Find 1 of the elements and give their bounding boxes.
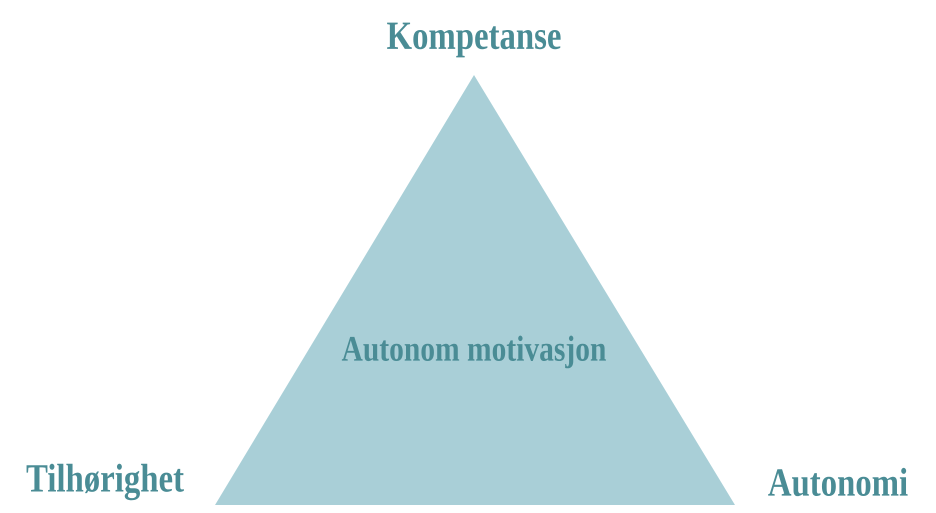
- triangle: Autonom motivasjon: [215, 75, 735, 505]
